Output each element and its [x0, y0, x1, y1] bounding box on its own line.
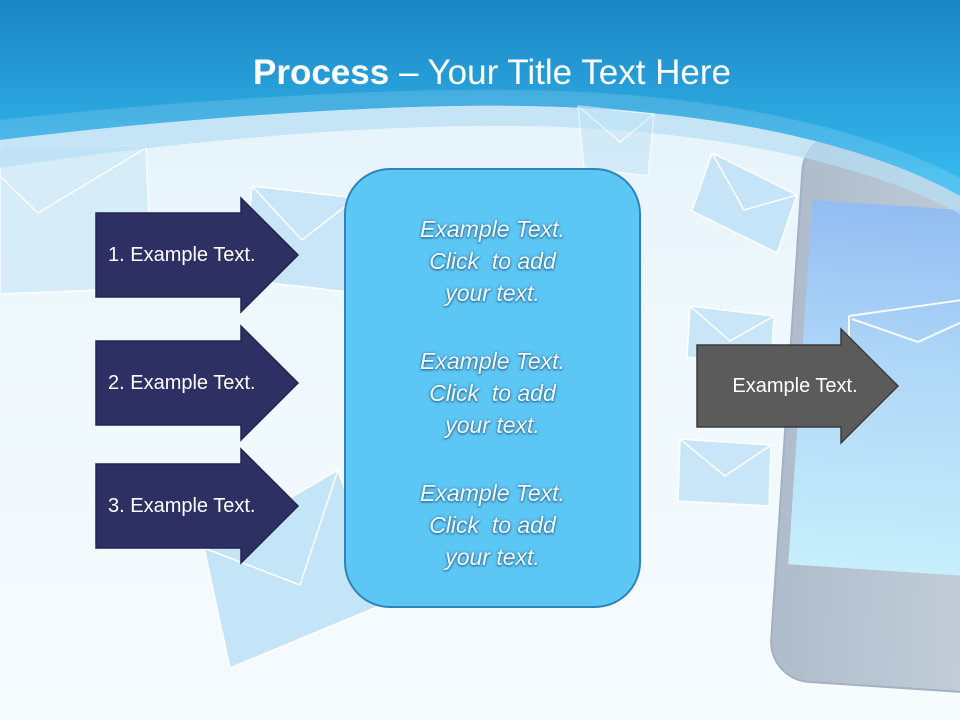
process-step-arrow-1[interactable]: 1. Example Text.	[95, 196, 300, 314]
output-arrow[interactable]: Example Text.	[696, 327, 900, 445]
text-paragraph: Example Text. Click to add your text.	[420, 477, 565, 573]
envelope-icon	[203, 469, 385, 669]
arrow-shape-fill	[95, 196, 300, 314]
arrow-shape-fill	[95, 324, 300, 442]
header-fill	[0, 0, 960, 196]
text-line: Click to add	[429, 512, 556, 538]
output-arrow-label: Example Text.	[732, 375, 858, 397]
text-line: Example Text.	[420, 216, 565, 242]
text-paragraph: Example Text. Click to add your text.	[420, 345, 565, 441]
text-line: your text.	[445, 412, 540, 438]
header-banner	[0, 0, 960, 214]
process-step-arrow-2[interactable]: 2. Example Text.	[95, 324, 300, 442]
arrow-shape-fill	[696, 327, 900, 445]
slide-title[interactable]: Process – Your Title Text Here	[24, 53, 960, 93]
right-arrow-shape	[95, 447, 300, 565]
right-arrow-shape	[696, 327, 900, 445]
text-line: Click to add	[429, 380, 556, 406]
text-line: Click to add	[429, 248, 556, 274]
title-rest-part: – Your Title Text Here	[389, 53, 731, 92]
text-line: your text.	[445, 544, 540, 570]
text-line: Example Text.	[420, 348, 565, 374]
phone-screen	[788, 200, 960, 581]
envelope-icon	[577, 105, 655, 177]
header-pale-band	[0, 105, 960, 214]
text-line: your text.	[445, 280, 540, 306]
header-highlight-arc	[0, 89, 960, 196]
envelope-icon	[691, 152, 798, 254]
arrow-shape-fill	[95, 447, 300, 565]
text-line: Example Text.	[420, 480, 565, 506]
process-step-label: 3. Example Text.	[108, 495, 256, 517]
envelope-icon	[677, 438, 772, 507]
right-arrow-shape	[95, 196, 300, 314]
center-text-box[interactable]: Example Text. Click to add your text. Ex…	[344, 168, 641, 608]
process-step-label: 1. Example Text.	[108, 244, 256, 266]
title-bold-part: Process	[253, 53, 390, 92]
text-paragraph: Example Text. Click to add your text.	[420, 213, 565, 309]
process-step-label: 2. Example Text.	[108, 372, 256, 394]
process-step-arrow-3[interactable]: 3. Example Text.	[95, 447, 300, 565]
right-arrow-shape	[95, 324, 300, 442]
